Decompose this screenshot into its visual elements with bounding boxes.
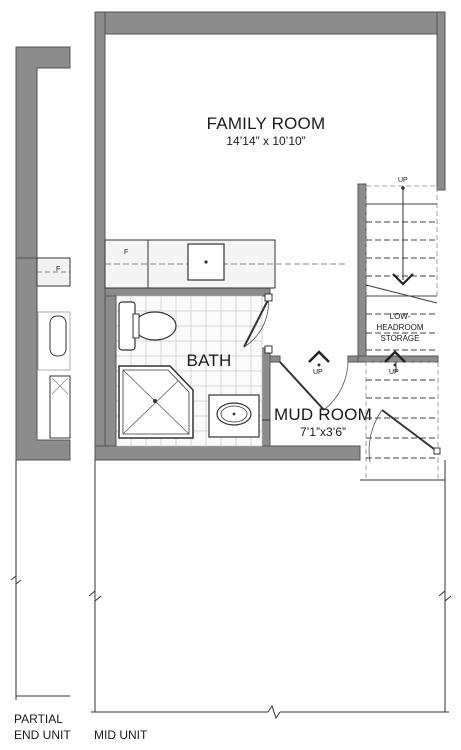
foundation-outline (88, 460, 452, 720)
main-stairs: UP (365, 177, 438, 304)
side-up-label: UP (389, 369, 399, 376)
exterior-stairs (365, 361, 441, 481)
storage-label-line1: LOW- (390, 312, 411, 321)
storage-area: LOW- HEADROOM STORAGE (366, 312, 437, 351)
bath-door (243, 293, 273, 354)
partial-end-unit: F (10, 46, 71, 700)
bath-top-wall (104, 287, 271, 297)
mud-room-dimensions: 7’1”x3’6” (300, 425, 346, 439)
wall-bottom (94, 445, 361, 461)
furnace-label: F (124, 249, 128, 256)
mud-top-wall (269, 355, 281, 363)
mud-up-label: UP (313, 369, 323, 376)
bath-right-wall (261, 347, 271, 449)
bath-vanity (208, 394, 260, 438)
mud-up-arrow: UP (308, 350, 330, 376)
stair-arrow-down (392, 273, 414, 286)
partial-furnace-label: F (56, 266, 60, 273)
mid-unit-caption: MID UNIT (94, 728, 148, 742)
side-up-arrow: UP (384, 350, 406, 376)
family-room-dimensions: 14’14” x 10’10” (226, 134, 305, 148)
mid-unit: F (88, 11, 452, 720)
wall-top (94, 11, 446, 35)
mud-room-door (262, 361, 349, 421)
storage-wall (357, 355, 439, 363)
storage-label-line2: HEADROOM (376, 323, 423, 332)
stair-wall (357, 183, 367, 361)
partial-unit-caption-line1: PARTIAL (14, 712, 63, 726)
shower (118, 365, 194, 439)
mud-room-name: MUD ROOM (274, 405, 372, 424)
partial-unit-wall (15, 46, 71, 259)
partial-shower (49, 375, 71, 439)
bath-name: BATH (187, 351, 232, 370)
storage-label-line3: STORAGE (381, 334, 420, 343)
toilet (118, 301, 177, 351)
family-room-name: FAMILY ROOM (207, 114, 326, 133)
partial-toilet (49, 315, 67, 357)
wall-right (436, 11, 446, 191)
wall-left (94, 11, 106, 461)
partial-unit-caption-line2: END UNIT (14, 728, 71, 742)
main-stair-up-label: UP (398, 177, 408, 184)
